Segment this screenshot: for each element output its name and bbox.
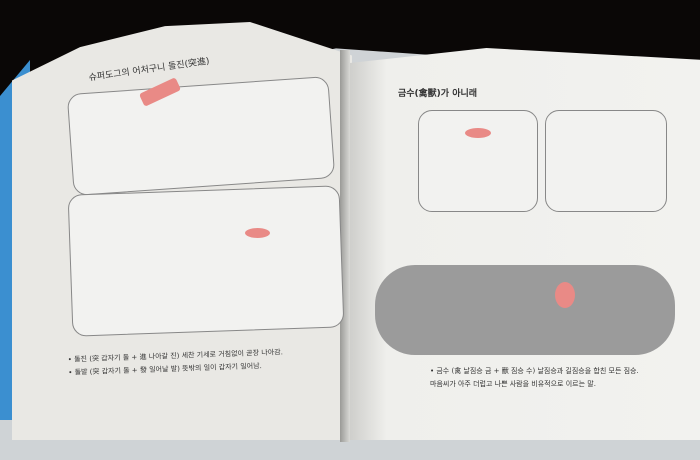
- note-geumsu-meaning: 마음씨가 아주 더럽고 나쁜 사람을 비유적으로 이르는 말.: [430, 380, 596, 388]
- comic-panel-bat-birds: [418, 110, 538, 212]
- book-gutter: [340, 50, 350, 442]
- right-page-title: 금수(禽獸)가 아니래: [398, 89, 478, 99]
- cave-rock: [375, 265, 675, 355]
- comic-panel-beasts: [545, 110, 667, 212]
- speech-highlight: [245, 228, 270, 238]
- right-page-notes: • 금수 (禽 날짐승 금 + 獸 짐승 수) 날짐승과 길짐승을 합친 모든 …: [430, 365, 639, 391]
- note-geumsu: • 금수 (禽 날짐승 금 + 獸 짐승 수) 날짐승과 길짐승을 합친 모든 …: [430, 367, 639, 375]
- red-bird-icon: [555, 282, 575, 308]
- bat-icon: [465, 128, 491, 138]
- comic-panel-cat-shouting: [67, 185, 345, 337]
- comic-panel-dog-flying: [66, 75, 336, 197]
